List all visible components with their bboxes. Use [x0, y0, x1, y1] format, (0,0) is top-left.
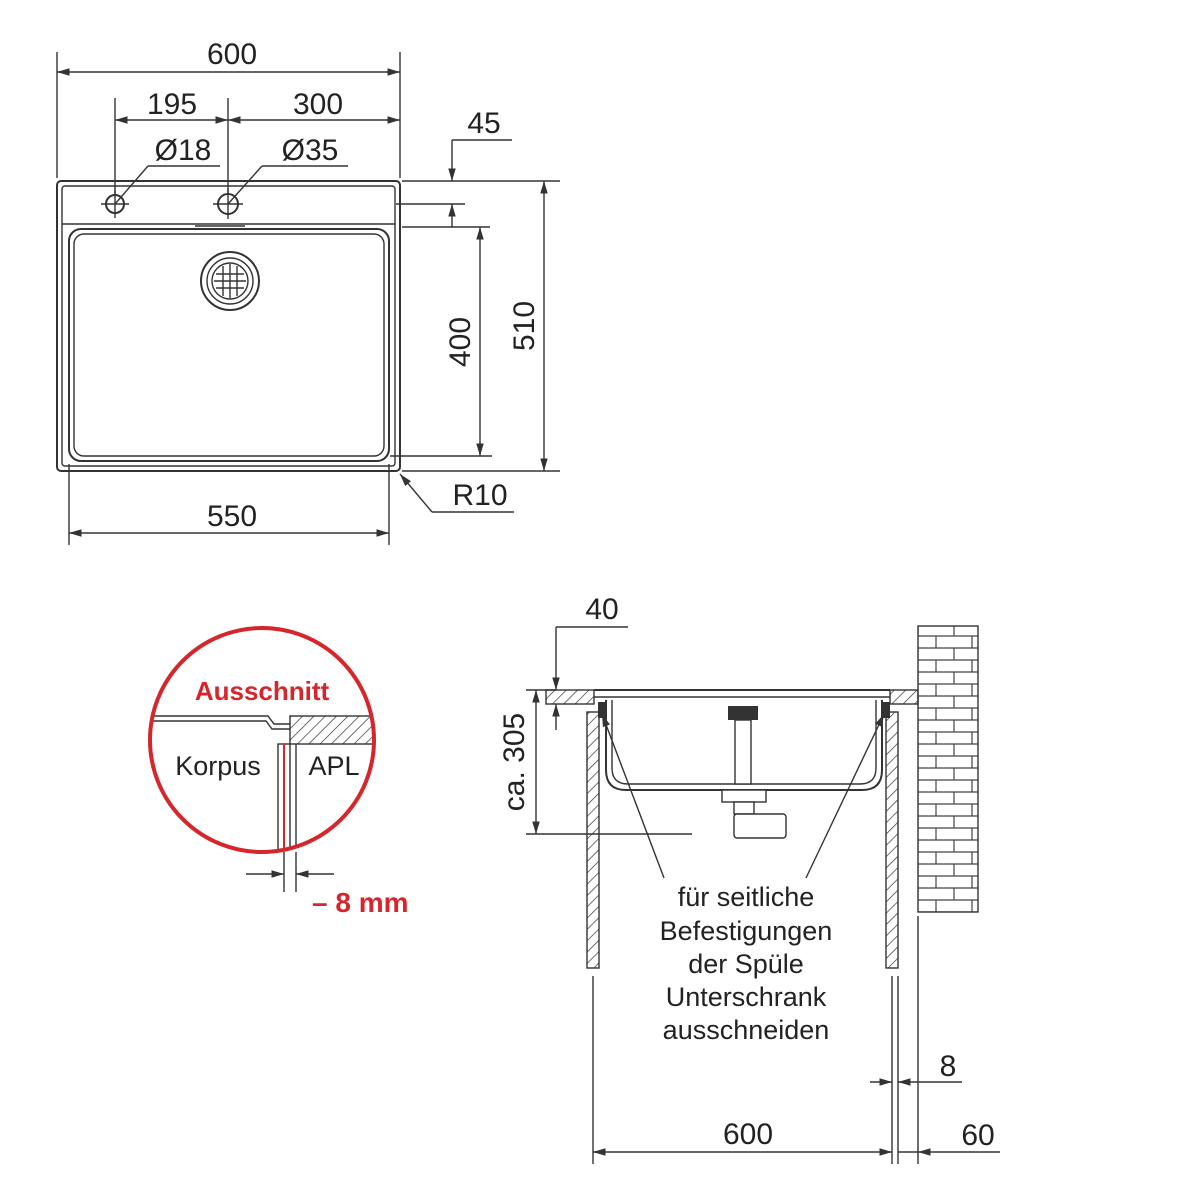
- note-line-5: ausschneiden: [663, 1015, 830, 1045]
- dim-tap-offset: 195: [147, 88, 197, 121]
- dim-bowl-depth: 400: [444, 317, 477, 367]
- cabinet-wall-right: [885, 711, 899, 969]
- side-view: 40 ca. 305 für seitliche Befestigungen d…: [498, 593, 1000, 1164]
- dim-depth-total: 510: [508, 301, 541, 351]
- cutout-detail: Ausschnitt Korpus APL – 8 mm: [148, 626, 409, 918]
- dim-installation-depth: ca. 305: [498, 713, 531, 811]
- worktop-right: [889, 689, 919, 705]
- dim-rim-height: 40: [585, 593, 618, 626]
- dim-corner-radius: R10: [452, 479, 507, 512]
- note-line-1: für seitliche: [678, 882, 815, 912]
- dim-wall-thickness: 8: [940, 1050, 957, 1083]
- korpus-label: Korpus: [175, 751, 261, 781]
- dim-wall-gap: 60: [961, 1119, 994, 1152]
- cabinet-wall-left: [586, 711, 600, 969]
- dim-tap-hole-large: Ø35: [282, 134, 339, 167]
- brick-wall: [917, 625, 979, 913]
- drain-fitting-icon: [721, 706, 787, 839]
- note-line-4: Unterschrank: [666, 982, 827, 1012]
- dim-bowl-width: 550: [207, 500, 257, 533]
- cutout-reduction: – 8 mm: [312, 887, 409, 918]
- dim-width-total: 600: [207, 38, 257, 71]
- drain-icon: [200, 251, 260, 311]
- note-line-2: Befestigungen: [660, 916, 833, 946]
- dim-hole-spacing: 300: [293, 88, 343, 121]
- dim-cabinet-width: 600: [723, 1118, 773, 1151]
- dim-tap-hole-small: Ø18: [155, 134, 212, 167]
- worktop-left: [545, 689, 595, 705]
- detail-title: Ausschnitt: [195, 676, 330, 706]
- top-view: 600 195 300 Ø18 Ø35 45 400 510 R: [56, 38, 560, 545]
- apl-label: APL: [308, 751, 359, 781]
- detail-circle: [148, 626, 376, 854]
- dim-shelf-depth: 45: [467, 107, 500, 140]
- note-line-3: der Spüle: [688, 949, 804, 979]
- bowl-outline: [68, 228, 390, 462]
